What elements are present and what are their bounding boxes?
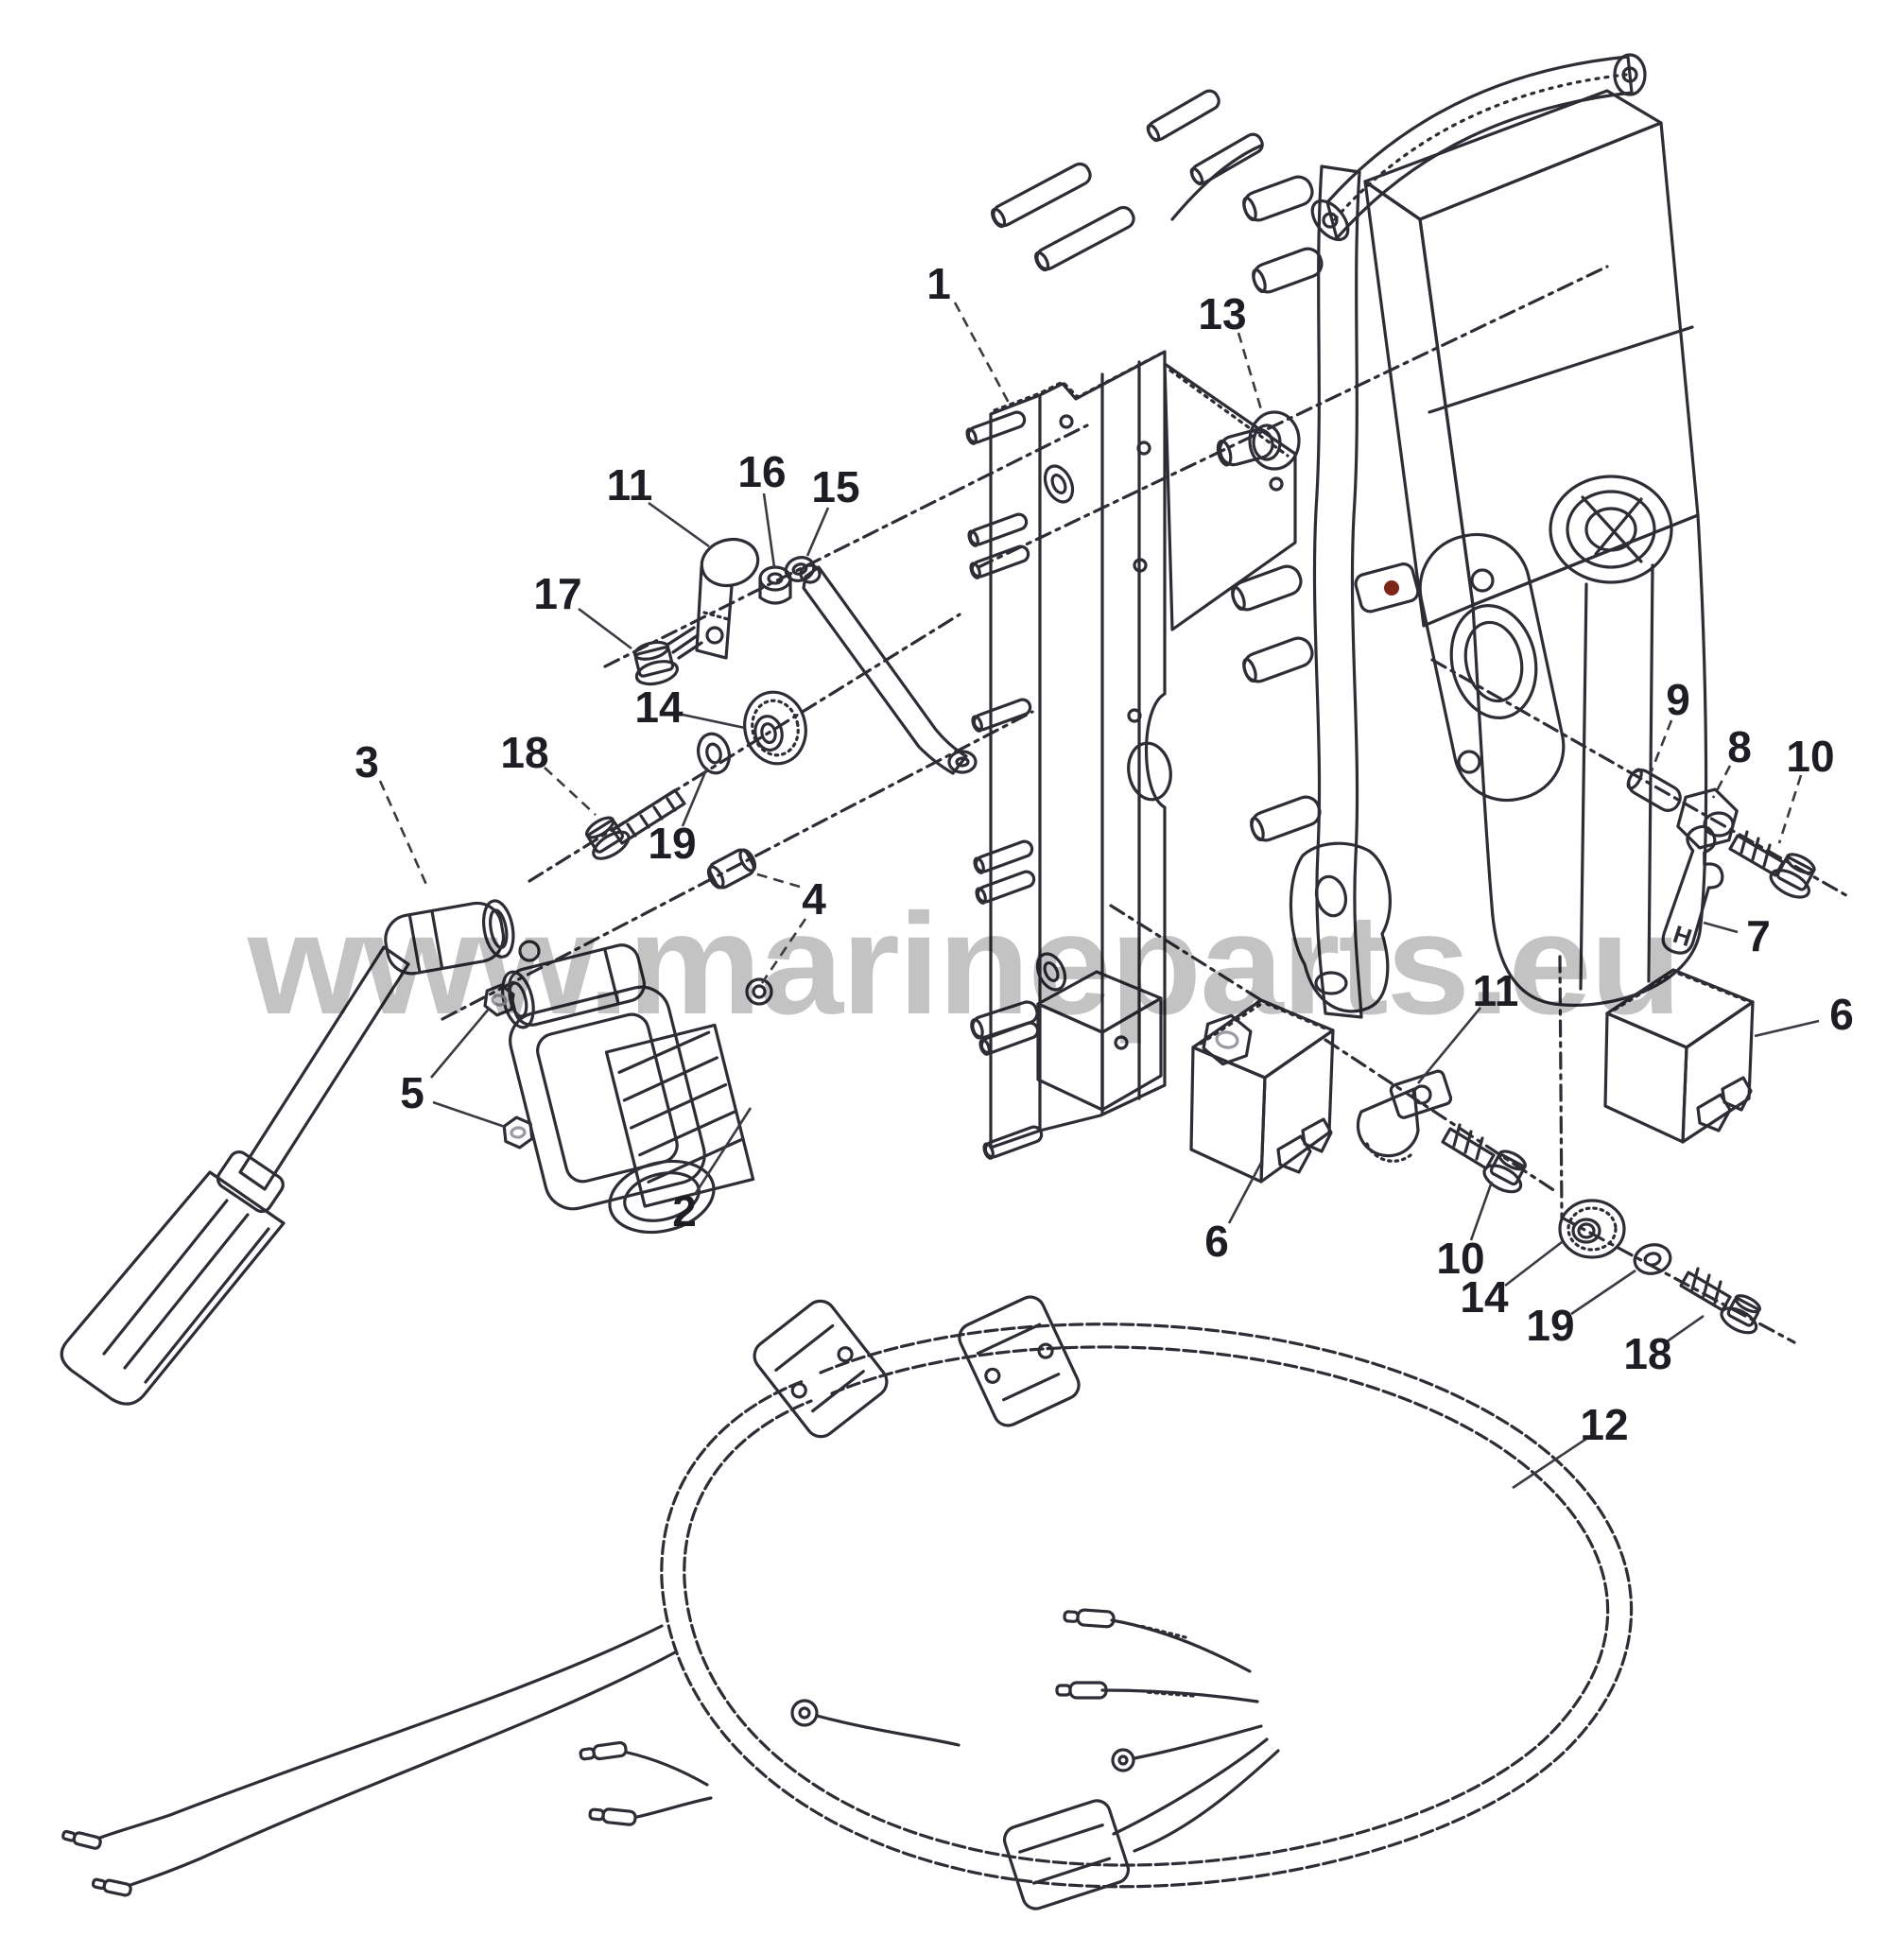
leader-line-callout-15-washer [805,507,830,557]
leader-line-callout-11-clamp-lower [1416,1007,1482,1084]
part-9-pin [1626,768,1682,812]
leader-line-callout-14-grommet-right [1504,1240,1563,1288]
watermark-text: www.marineparts.eu [247,884,1680,1045]
callout-18-bolt-right[interactable]: 18 [1623,1329,1671,1378]
callout-13-grommet[interactable]: 13 [1198,289,1246,338]
callout-7-clip[interactable]: 7 [1746,911,1771,960]
red-alignment-dot [1384,580,1399,596]
part-11-cable-clamp-upper [695,537,760,660]
part-10-bolt-lower [1441,1123,1527,1194]
part-19-washer-left [697,732,731,775]
plate-hex-fitting [1202,1013,1253,1066]
leader-line-callout-17-bolt [578,607,632,650]
link-rod [799,563,978,775]
part-14-grommet-left [743,690,807,766]
leader-line-callout-19-washer-right [1570,1269,1636,1316]
part-6-relay-right [1603,968,1755,1144]
leader-line-callout-3-spark-plug-lead [378,780,429,888]
callout-11-clamp-upper[interactable]: 11 [607,460,653,510]
part-19-washer-right [1633,1243,1672,1275]
leader-line-callout-5-nuts [432,1100,506,1129]
callout-2-ignition-coil[interactable]: 2 [672,1186,697,1236]
callout-15-washer[interactable]: 15 [811,462,859,511]
part-18-bolt-left [585,788,686,860]
part-18-bolt-right [1679,1267,1761,1335]
leader-line-callout-7-clip [1703,921,1739,934]
callout-14-grommet-right[interactable]: 14 [1460,1272,1509,1322]
leader-line-callout-2-ignition-coil [694,1107,753,1194]
part-1-mounting-bracket-plate [965,162,1297,1160]
leader-line-callout-10-bolt-lower [1469,1181,1494,1241]
leader-line-callout-18-bolt-right [1665,1314,1705,1344]
leader-line-callout-13-grommet [1237,332,1265,417]
leader-line-callout-14-grommet-left [682,713,746,730]
callout-19-washer-right[interactable]: 19 [1526,1301,1574,1350]
callout-10-bolt-lower[interactable]: 10 [1436,1234,1484,1283]
callout-11-clamp-lower[interactable]: 11 [1473,966,1519,1015]
part-14-grommet-right [1558,1199,1626,1259]
callout-17-bolt[interactable]: 17 [533,569,581,618]
plate-slot-tabs [965,410,1044,1160]
leader-line-callout-10-bolt-right [1777,774,1803,844]
leader-line-callout-9-pin [1649,719,1673,774]
part-13-grommet [1216,410,1301,471]
harness-connector-a [753,1299,889,1439]
part-10-bolt-right [1728,830,1816,899]
callout-6-relay-left[interactable]: 6 [1204,1217,1229,1266]
callout-9-pin[interactable]: 9 [1666,675,1690,724]
part-17-bolt [632,626,703,686]
leader-line-callout-12-harness [1512,1437,1587,1490]
part-8-nut [1676,787,1739,850]
leader-line-callout-11-clamp-upper [648,501,710,548]
leader-line-callout-5-nuts [430,1007,491,1079]
electrical-box-assembly [1146,53,1708,1019]
callout-12-harness[interactable]: 12 [1580,1400,1628,1449]
part-3-spark-plug-lead [60,899,515,1406]
harness-connector-b [958,1295,1081,1427]
plate-lower-box [970,970,1163,1112]
part-11-cable-clamp-lower [1356,1069,1453,1163]
callout-18-bolt-left[interactable]: 18 [500,728,548,777]
callout-10-bolt-right[interactable]: 10 [1786,732,1834,781]
leader-line-callout-4-spacer [760,918,807,984]
leader-line-callout-19-washer-left [681,767,709,827]
callout-6-relay-right[interactable]: 6 [1829,990,1854,1039]
leader-line-callout-18-bolt-left [544,767,597,816]
callout-19-washer-left[interactable]: 19 [648,819,696,868]
callout-1-bracket-plate[interactable]: 1 [926,259,951,308]
callout-8-nut[interactable]: 8 [1727,722,1752,771]
leader-line-callout-1-bracket-plate [953,302,1012,406]
leader-line-callout-4-spacer [753,872,801,889]
leader-line-callout-16-nut [762,493,776,568]
part-12-wiring-harness [61,1295,1634,1910]
leader-line-callout-6-relay-left [1227,1162,1263,1224]
part-4-spacer-sleeve [706,848,757,890]
leader-line-callout-6-relay-right [1754,1019,1820,1038]
callout-14-grommet-left[interactable]: 14 [634,683,684,732]
callout-16-nut[interactable]: 16 [737,447,786,496]
callout-3-spark-plug-lead[interactable]: 3 [355,737,379,786]
callout-4-spacer[interactable]: 4 [802,874,826,924]
leader-line-callout-8-nut [1711,765,1732,799]
part-6-relay-left [1189,998,1335,1184]
callout-5-nuts[interactable]: 5 [400,1068,424,1117]
harness-connector-c [1002,1799,1131,1910]
